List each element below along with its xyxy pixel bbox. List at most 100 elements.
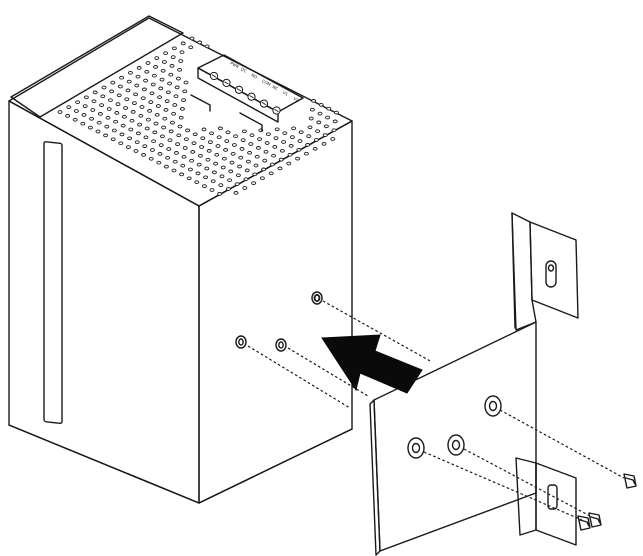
vent-hole	[241, 129, 247, 134]
vent-hole	[133, 149, 139, 153]
vent-hole	[118, 141, 124, 146]
vent-hole	[330, 137, 336, 141]
vent-hole	[185, 128, 191, 133]
vent-hole	[155, 104, 161, 108]
vent-hole	[104, 124, 110, 129]
vent-hole	[239, 147, 245, 151]
vent-hole	[145, 61, 151, 65]
vent-hole	[99, 103, 105, 107]
bracket-top-clip-flange	[511, 212, 537, 331]
vent-hole	[229, 160, 235, 165]
terminal-screws	[209, 71, 281, 115]
vent-hole	[177, 124, 183, 129]
vent-hole	[194, 180, 200, 185]
vent-hole	[242, 186, 248, 190]
vent-hole	[89, 116, 95, 121]
vent-hole	[326, 106, 332, 111]
vent-hole	[273, 136, 279, 140]
vent-hole	[318, 102, 324, 107]
vent-hole	[245, 159, 251, 164]
vent-hole	[124, 97, 130, 102]
vent-hole	[111, 128, 117, 133]
vent-hole	[151, 73, 157, 78]
vent-hole	[311, 99, 317, 103]
vent-hole	[180, 41, 186, 46]
vent-hole	[296, 147, 302, 152]
vent-hole	[158, 86, 164, 91]
vent-hole	[213, 161, 219, 166]
vent-hole	[126, 79, 132, 84]
vent-hole	[223, 148, 229, 152]
vent-hole	[215, 144, 221, 148]
vent-hole	[91, 99, 97, 104]
vent-hole	[167, 81, 173, 86]
vent-hole	[209, 131, 215, 136]
vent-hole	[307, 125, 313, 130]
vent-hole	[173, 94, 179, 99]
vent-hole	[308, 116, 314, 121]
vent-hole	[321, 142, 327, 146]
vent-hole	[325, 115, 331, 120]
vent-hole	[175, 142, 181, 146]
vent-hole	[131, 101, 137, 105]
vent-hole	[166, 147, 172, 151]
vent-hole	[157, 152, 163, 156]
vent-hole	[197, 153, 203, 158]
bracket-top-clip-edge	[511, 212, 516, 329]
vent-hole	[158, 143, 164, 147]
vent-hole	[182, 146, 188, 150]
device-front-slot	[43, 141, 63, 425]
vent-hole	[138, 113, 144, 118]
vent-hole	[255, 146, 261, 150]
vent-hole	[264, 141, 270, 145]
vent-hole	[287, 152, 293, 157]
vent-hole	[205, 157, 211, 162]
vent-hole	[119, 132, 125, 137]
vent-hole	[323, 124, 329, 129]
vent-hole	[269, 162, 275, 167]
vent-hole	[165, 155, 171, 160]
vent-hole	[178, 59, 184, 63]
vent-hole	[207, 140, 213, 144]
vent-hole	[231, 143, 237, 147]
vent-hole	[135, 131, 141, 136]
vent-hole	[90, 108, 96, 112]
vent-hole	[243, 177, 249, 182]
alignment-line-screw-top	[499, 409, 625, 479]
vent-hole	[136, 66, 142, 70]
vent-hole	[175, 76, 181, 81]
vent-hole	[218, 183, 224, 187]
vent-hole	[183, 137, 189, 142]
vent-hole	[261, 167, 267, 172]
vent-hole	[268, 171, 274, 176]
vent-hole	[253, 163, 259, 168]
vent-hole	[148, 100, 154, 104]
vent-hole	[214, 152, 220, 157]
vent-hole	[257, 137, 263, 141]
vent-hole	[148, 156, 154, 161]
terminal-label: V1	[282, 90, 289, 97]
vent-hole	[117, 84, 123, 89]
vent-hole	[189, 158, 195, 163]
vent-hole	[204, 166, 210, 171]
vent-hole	[172, 103, 178, 107]
bracket-plate	[373, 321, 537, 552]
vent-hole	[190, 150, 196, 154]
vent-hole	[134, 140, 140, 145]
vent-hole	[144, 69, 150, 74]
vent-hole	[289, 135, 295, 139]
vent-hole	[200, 136, 206, 141]
vent-hole	[80, 121, 86, 126]
vent-hole	[96, 120, 102, 125]
vent-hole	[179, 107, 185, 111]
vent-hole	[130, 110, 136, 114]
vent-hole	[288, 144, 294, 148]
terminal-screw-slot	[249, 95, 254, 99]
assembly-direction-arrow	[321, 334, 423, 394]
vent-hole	[153, 121, 159, 126]
vent-hole	[279, 148, 285, 153]
bracket-bottom-clip-front	[535, 462, 577, 546]
vent-hole	[139, 105, 145, 109]
vent-hole	[181, 154, 187, 159]
